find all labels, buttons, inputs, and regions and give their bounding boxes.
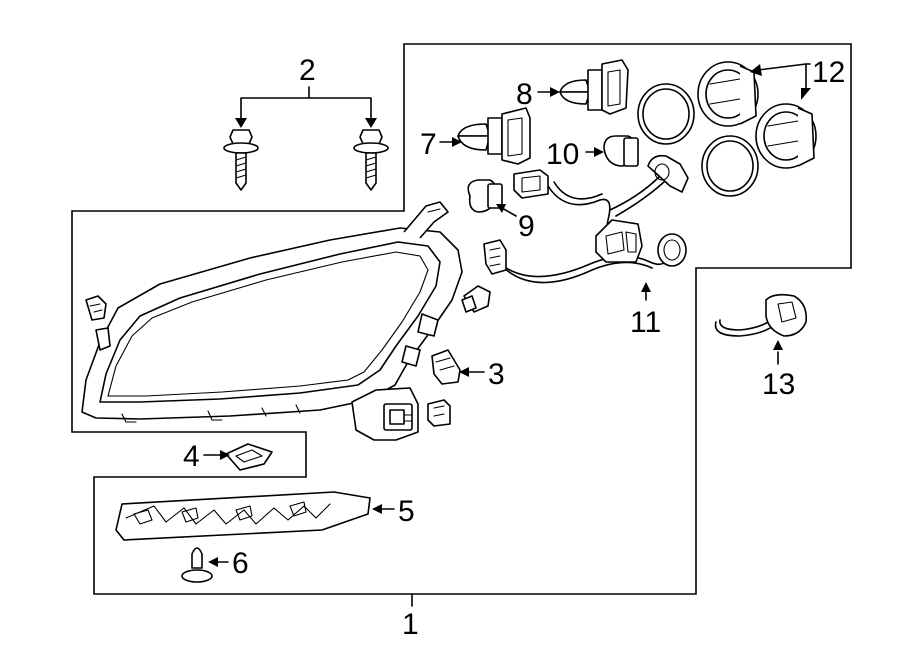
- bolt-pair: [223, 86, 389, 191]
- wiring-harness: [483, 154, 689, 301]
- bolt-left: [223, 129, 259, 191]
- retainer: [203, 443, 273, 471]
- callout-8: 8: [516, 78, 533, 111]
- callout-5: 5: [398, 495, 415, 528]
- bolt-right: [353, 129, 389, 191]
- seal-rings: [637, 61, 817, 197]
- callout-10: 10: [546, 138, 579, 171]
- callout-11: 11: [630, 306, 661, 339]
- clip: [431, 349, 485, 385]
- push-rivet: [181, 547, 229, 583]
- bulb-9: [467, 179, 517, 217]
- headlamp-housing: [81, 201, 463, 441]
- pigtail-connector: [714, 293, 808, 365]
- callout-9: 9: [518, 210, 535, 243]
- callout-4: 4: [183, 440, 200, 473]
- callout-1: 1: [402, 608, 419, 641]
- bulb-8: [537, 59, 629, 115]
- callout-7: 7: [420, 128, 437, 161]
- ring-top-left: [637, 83, 695, 145]
- callout-13: 13: [762, 368, 795, 401]
- cap-right: [755, 103, 817, 169]
- callout-3: 3: [488, 358, 505, 391]
- ring-bottom: [701, 135, 759, 197]
- assembly-frame: [71, 43, 852, 595]
- callout-12: 12: [812, 56, 845, 89]
- cap-top: [697, 61, 759, 127]
- push-pin: [461, 285, 491, 313]
- callout-2: 2: [299, 54, 316, 87]
- trim-bracket: [115, 491, 395, 541]
- callout-6: 6: [232, 547, 249, 580]
- bulb-7: [439, 107, 531, 165]
- bulb-10: [585, 135, 639, 167]
